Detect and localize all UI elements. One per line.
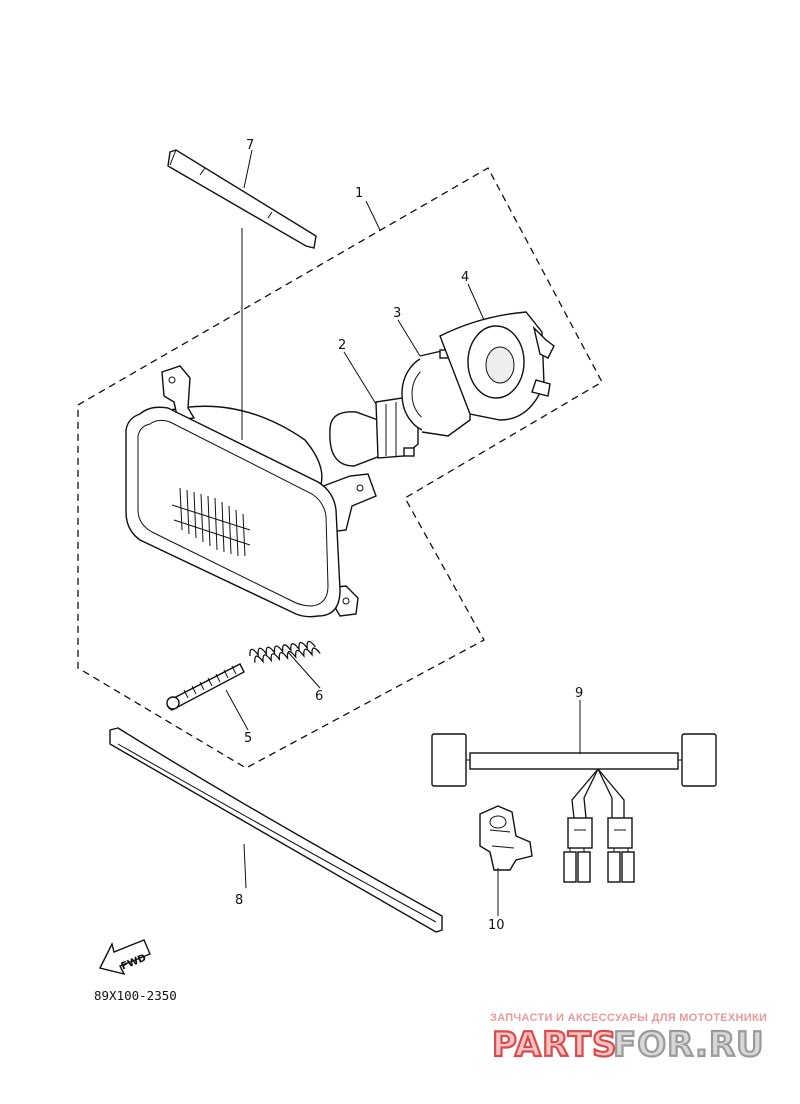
callout-2: 2 bbox=[338, 338, 346, 353]
callout-labels: 7 1 4 3 2 6 5 9 8 10 bbox=[235, 138, 583, 933]
callout-7: 7 bbox=[246, 138, 254, 153]
assembly-boundary bbox=[77, 167, 603, 769]
part-10-cable-clamp bbox=[479, 805, 533, 871]
callout-8: 8 bbox=[235, 893, 243, 908]
callout-6: 6 bbox=[315, 689, 323, 704]
part-7-reflector-strip bbox=[167, 149, 317, 249]
callout-9: 9 bbox=[575, 686, 583, 701]
callout-1: 1 bbox=[355, 186, 363, 201]
callout-5: 5 bbox=[244, 731, 252, 746]
part-4-rear-cover bbox=[439, 311, 555, 421]
leader-lines bbox=[225, 149, 581, 916]
callout-10: 10 bbox=[488, 918, 505, 933]
watermark-tagline: ЗАПЧАСТИ И АКСЕССУАРЫ ДЛЯ МОТОТЕХНИКИ bbox=[490, 1012, 767, 1024]
watermark-brand-right: FOR.RU bbox=[613, 1025, 765, 1065]
part-6-spring bbox=[249, 640, 321, 664]
diagram-code: 89X100-2350 bbox=[94, 988, 177, 1003]
callout-3: 3 bbox=[393, 306, 401, 321]
watermark-brand-left: PARTS bbox=[492, 1025, 617, 1065]
part-9-wire-harness bbox=[431, 733, 717, 883]
callout-4: 4 bbox=[461, 270, 469, 285]
part-5-adjust-screw bbox=[166, 663, 245, 711]
part-8-trim-strip bbox=[109, 727, 443, 933]
fwd-arrow-icon: FWD bbox=[98, 939, 151, 976]
part-1-headlight-unit bbox=[125, 365, 377, 618]
watermark: ЗАПЧАСТИ И АКСЕССУАРЫ ДЛЯ МОТОТЕХНИКИ PA… bbox=[490, 1012, 767, 1066]
